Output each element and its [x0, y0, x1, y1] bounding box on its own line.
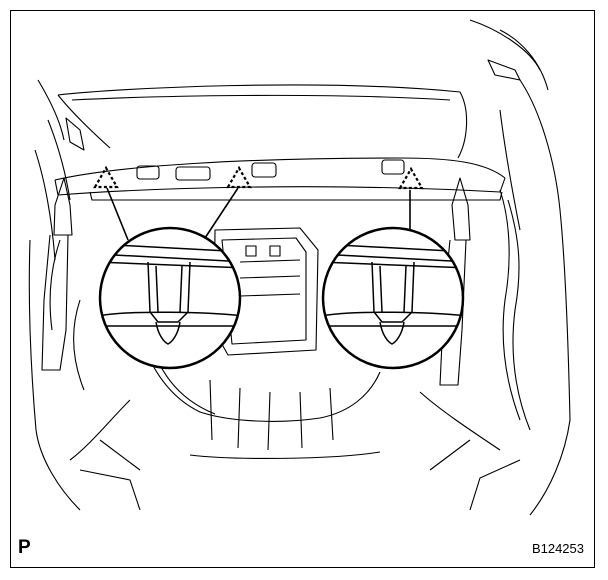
- left-leader-b: [204, 187, 239, 239]
- corner-label: P: [18, 537, 31, 558]
- figure-code: B124253: [531, 541, 584, 556]
- callout-leaders: [106, 187, 411, 241]
- left-leader-a: [106, 187, 129, 241]
- left-clip-detail: [98, 226, 242, 370]
- right-clip-detail: [321, 226, 465, 370]
- warning-triangle-icon: [93, 165, 424, 190]
- clip-icon: [147, 261, 191, 323]
